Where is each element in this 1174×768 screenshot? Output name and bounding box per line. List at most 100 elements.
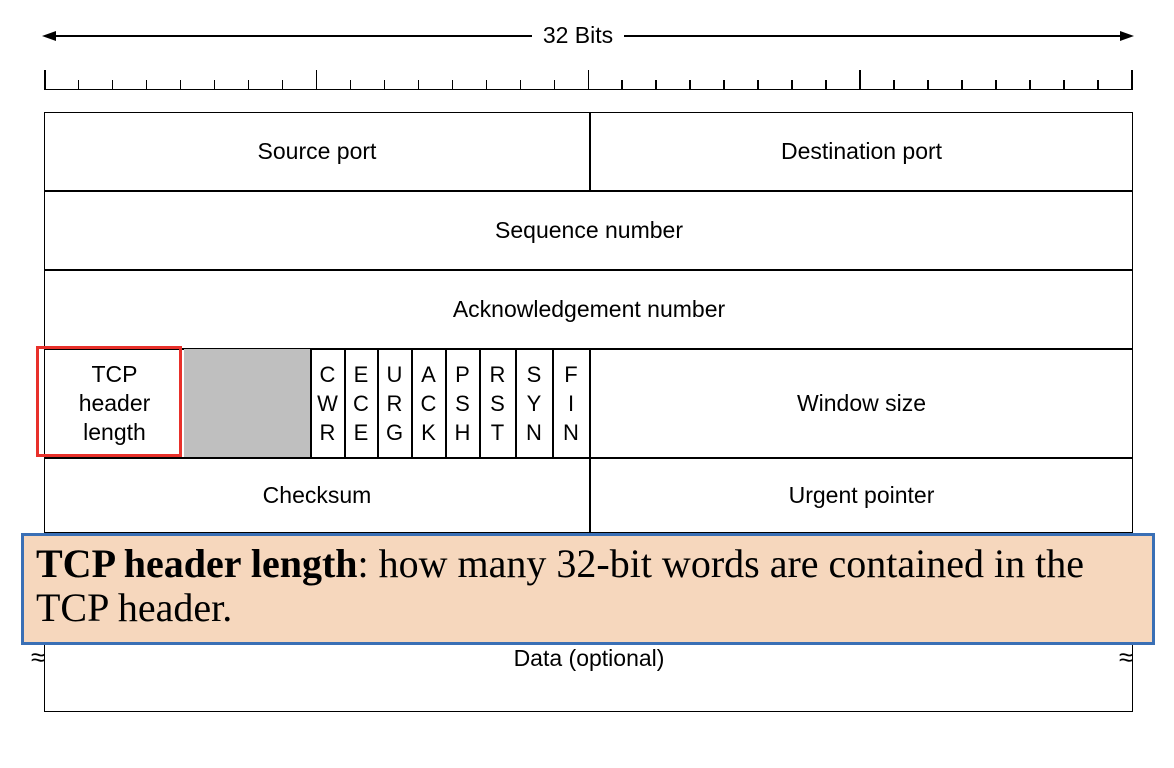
flag-letter: Y xyxy=(526,390,542,416)
flag-letter: K xyxy=(421,419,436,445)
reserved-bits-field xyxy=(184,349,310,457)
flag-syn: S Y N xyxy=(516,349,552,457)
column-divider xyxy=(310,348,312,457)
ruler-tick xyxy=(1097,80,1099,90)
window-size-field: Window size xyxy=(796,389,927,416)
flag-letter: N xyxy=(563,419,579,445)
flag-letter: I xyxy=(567,390,575,416)
right-break-mark: ≈ xyxy=(1119,642,1134,672)
bits-arrow-line-right xyxy=(624,35,1127,37)
source-port-field: Source port xyxy=(257,138,377,164)
callout-definition: : how many 32-bit words are contained in… xyxy=(36,541,1084,630)
flag-divider xyxy=(552,348,554,457)
ruler-tick xyxy=(383,80,386,90)
ruler-tick xyxy=(621,80,623,90)
flag-letter: T xyxy=(490,419,505,445)
flag-divider xyxy=(479,348,481,457)
flag-divider xyxy=(377,348,379,457)
flag-psh: P S H xyxy=(446,349,479,457)
ruler-tick xyxy=(961,80,963,90)
destination-port-field: Destination port xyxy=(780,138,943,164)
left-arrowhead xyxy=(42,31,56,41)
urgent-pointer-field: Urgent pointer xyxy=(788,481,935,508)
ruler-tick xyxy=(893,80,895,90)
ruler-tick xyxy=(689,80,691,90)
ruler-tick xyxy=(995,80,997,90)
ruler-tick xyxy=(825,80,827,90)
ruler-tick xyxy=(587,70,589,90)
flag-letter: R xyxy=(319,419,336,445)
ruler-tick xyxy=(791,80,793,90)
flag-letter: A xyxy=(421,361,436,387)
ruler-tick xyxy=(349,80,352,90)
row-divider xyxy=(45,457,1132,459)
flag-letter: S xyxy=(490,390,505,416)
flag-divider xyxy=(515,348,517,457)
flag-letter: E xyxy=(353,419,369,445)
sequence-number-field: Sequence number xyxy=(495,216,683,243)
row-divider xyxy=(45,269,1132,271)
callout-term: TCP header length xyxy=(36,541,358,586)
ruler-tick xyxy=(859,70,861,90)
tcp-header-length-field: TCP header length xyxy=(45,349,184,457)
bits-arrow-line-left xyxy=(50,35,532,37)
ruler-tick xyxy=(655,80,657,90)
data-field: Data (optional) xyxy=(513,644,665,671)
flag-letter: R xyxy=(386,390,403,416)
tcp-header-diagram: Source port Destination port Sequence nu… xyxy=(31,112,1134,712)
flag-letter: H xyxy=(454,419,471,445)
ruler-tick xyxy=(723,80,725,90)
ruler-tick xyxy=(145,80,148,90)
flag-urg: U R G xyxy=(378,349,411,457)
left-break-mark: ≈ xyxy=(31,642,46,672)
flag-letter: C xyxy=(319,361,336,387)
flag-fin: F I N xyxy=(553,349,589,457)
column-divider xyxy=(589,348,591,532)
acknowledgement-number-field: Acknowledgement number xyxy=(452,295,726,322)
flag-rst: R S T xyxy=(480,349,515,457)
ruler-tick xyxy=(315,70,318,90)
flag-letter: W xyxy=(317,390,338,416)
tcp-header-length-line: length xyxy=(83,418,146,445)
row-divider xyxy=(45,348,1132,350)
ruler-tick xyxy=(281,80,284,90)
flag-letter: E xyxy=(353,361,369,387)
ruler-tick xyxy=(553,80,556,90)
flag-divider xyxy=(411,348,413,457)
tcp-header-length-highlight xyxy=(36,346,182,457)
ruler-tick xyxy=(1131,70,1133,90)
flag-ece: E C E xyxy=(345,349,377,457)
ruler-tick xyxy=(485,80,488,90)
flag-letter: G xyxy=(385,419,404,445)
ruler-tick xyxy=(179,80,182,90)
flag-letter: C xyxy=(420,390,437,416)
ruler-tick xyxy=(44,70,46,90)
flag-letter: S xyxy=(526,361,542,387)
ruler-tick xyxy=(417,80,420,90)
ruler-tick xyxy=(1063,80,1065,90)
flag-letter: C xyxy=(353,390,369,416)
checksum-field: Checksum xyxy=(262,481,372,508)
flag-divider xyxy=(445,348,447,457)
ruler-tick xyxy=(451,80,454,90)
bits-width-label: 32 Bits xyxy=(542,22,614,48)
ruler-tick xyxy=(1029,80,1031,90)
row-divider xyxy=(45,190,1132,192)
flag-letter: S xyxy=(455,390,470,416)
ruler-tick xyxy=(247,80,250,90)
flag-ack: A C K xyxy=(412,349,445,457)
flag-divider xyxy=(344,348,346,457)
ruler-tick xyxy=(77,80,80,90)
definition-callout: TCP header length: how many 32-bit words… xyxy=(21,533,1155,645)
column-divider xyxy=(589,113,591,190)
ruler-tick xyxy=(111,80,114,90)
flag-letter: N xyxy=(526,419,542,445)
ruler-tick xyxy=(927,80,929,90)
tcp-header-length-line: header xyxy=(78,389,151,416)
row-divider xyxy=(45,532,1132,534)
flag-letter: R xyxy=(489,361,506,387)
tcp-header-length-line: TCP xyxy=(91,360,138,387)
flag-letter: F xyxy=(564,361,578,387)
flag-letter: P xyxy=(455,361,470,387)
ruler-tick xyxy=(757,80,759,90)
